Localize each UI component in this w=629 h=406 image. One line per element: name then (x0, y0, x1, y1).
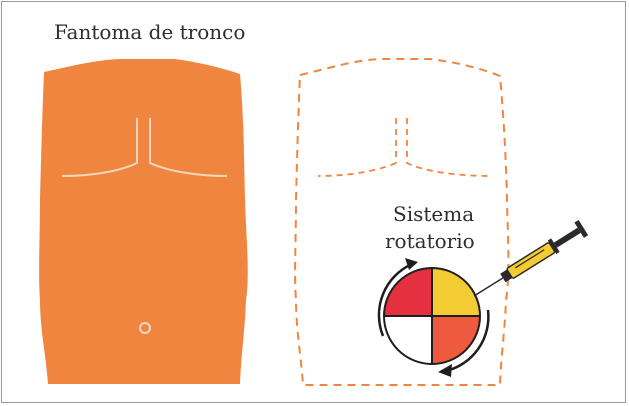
torso-phantom-outline (294, 58, 510, 386)
rotary-label-line1: Sistema (393, 202, 475, 226)
quadrant-top-right (432, 268, 480, 316)
sternum-seam-dashed (406, 118, 491, 177)
sternum-seam (149, 118, 228, 177)
navel-icon (139, 322, 151, 334)
quadrant-bottom-left (384, 316, 432, 364)
rotary-label-line2: rotatorio (385, 229, 475, 253)
sternum-seam (61, 118, 138, 177)
quadrant-bottom-right (432, 316, 480, 364)
sternum-seam-dashed (317, 162, 397, 177)
syringe-icon (473, 220, 589, 297)
quadrant-top-left (384, 268, 432, 316)
rotation-arrows-icon (377, 258, 490, 377)
torso-phantom-solid (39, 59, 248, 384)
torso-phantom-icon (39, 59, 248, 384)
rotary-system (377, 258, 490, 377)
figure-title: Fantoma de tronco (54, 20, 246, 44)
torso-outline-icon (294, 58, 510, 386)
